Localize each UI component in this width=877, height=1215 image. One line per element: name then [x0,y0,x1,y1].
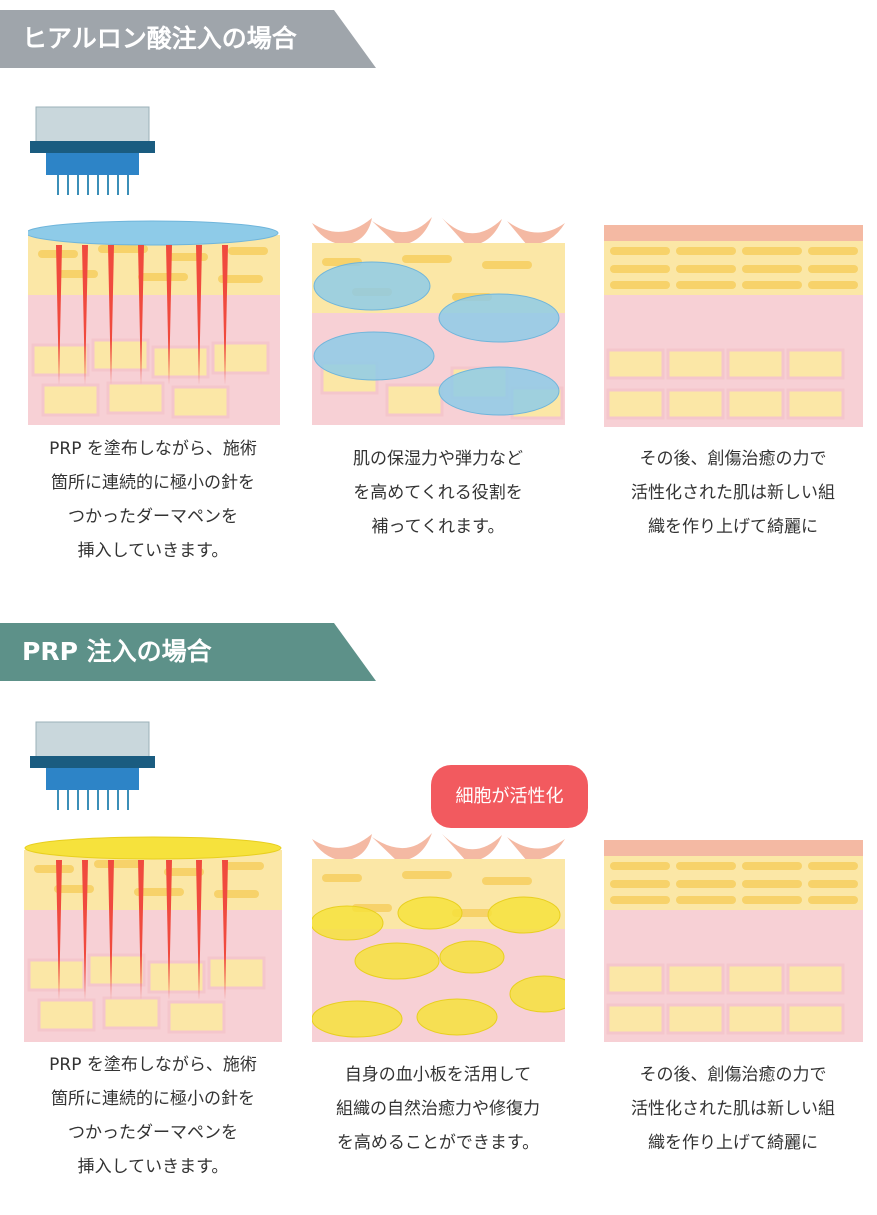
skin-renewed-illustration [604,225,863,427]
caption-prp-2: 自身の血小板を活用して 組織の自然治癒力や修復力 を高めることができます。 [336,1065,540,1153]
skin-hyaluronic-illustration [312,213,565,425]
caption-hyaluronic-1: PRP を塗布しながら、施術 箇所に連続的に極小の針を つかったダーマペンを 挿… [49,439,257,561]
dermapen-icon [30,105,155,200]
caption-prp-1: PRP を塗布しながら、施術 箇所に連続的に極小の針を つかったダーマペンを 挿… [49,1055,257,1177]
skin-renewed-prp-illustration [604,840,863,1042]
section-banner-hyaluronic: ヒアルロン酸注入の場合 [0,10,376,68]
caption-hyaluronic-2: 肌の保湿力や弾力など を高めてくれる役割を 補ってくれます。 [353,449,523,537]
section-banner-prp: PRP 注入の場合 [0,623,376,681]
skin-needling-illustration [28,215,280,425]
skin-needling-prp-illustration [24,830,282,1042]
caption-hyaluronic-3: その後、創傷治癒の力で 活性化された肌は新しい組 織を作り上げて綺麗に [631,449,835,537]
skin-prp-illustration [312,829,565,1042]
dermapen-icon [30,720,155,815]
cell-activation-badge: 細胞が活性化 [431,765,588,828]
caption-prp-3: その後、創傷治癒の力で 活性化された肌は新しい組 織を作り上げて綺麗に [631,1065,835,1153]
